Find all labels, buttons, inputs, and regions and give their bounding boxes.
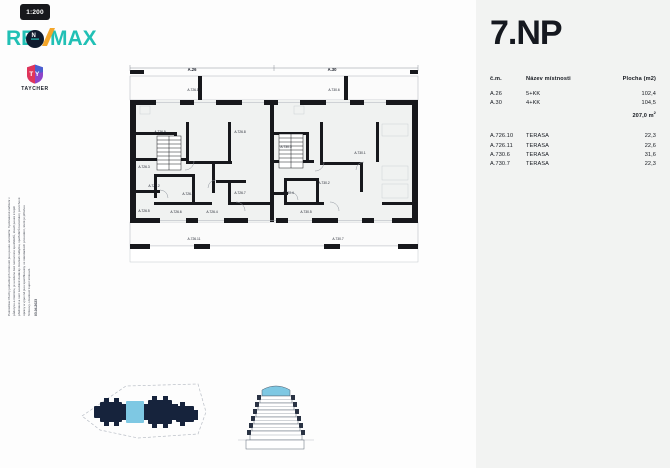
room-code: A.30 xyxy=(490,100,502,107)
room-area: 22,3 xyxy=(644,160,656,167)
column-header-name: Název místnosti xyxy=(526,76,571,82)
total-area-value: 207,0 m xyxy=(632,113,654,120)
plan-label: A.726.2 xyxy=(148,184,160,188)
building-section-diagram xyxy=(236,378,316,452)
svg-text:T: T xyxy=(29,71,33,78)
plan-label: A.730.5 xyxy=(300,210,312,214)
plan-label: A.726.11 xyxy=(188,237,201,241)
table-header-row: č.m. Název místnosti Plocha (m2) xyxy=(490,76,656,91)
plan-label: A.730.1 xyxy=(354,151,366,155)
table-total-row: 207,0 m2 xyxy=(490,109,656,122)
room-area: 102,4 xyxy=(641,91,656,97)
svg-text:MAX: MAX xyxy=(50,27,97,50)
drawing-date: 03.04.2023 xyxy=(34,299,39,316)
brand-block: 1:200 RE MAX N T Y xyxy=(6,4,116,92)
plan-label: A.726.9 xyxy=(154,130,166,134)
plan-label: A.730.3 xyxy=(280,145,292,149)
plan-label: A.726.6 xyxy=(170,210,182,214)
plan-label: A.726.4 xyxy=(206,210,218,214)
svg-text:Y: Y xyxy=(35,71,40,78)
page-title: 7.NP xyxy=(490,14,563,52)
highlighted-building xyxy=(126,401,144,423)
plan-label-a26: A.26 xyxy=(188,67,198,72)
column-header-code: č.m. xyxy=(490,76,502,82)
table-row: A.730.6 TERASA 31,6 xyxy=(490,152,656,161)
disclaimer-note: Poznámka: Plochy jednotlivých místností … xyxy=(7,188,44,316)
plan-label: A.730.2 xyxy=(318,181,330,185)
room-schedule-table: č.m. Název místnosti Plocha (m2) A.26 5+… xyxy=(490,76,656,170)
taycher-shield-icon: T Y xyxy=(26,64,44,84)
plan-label: A.730.4 xyxy=(282,191,294,195)
room-name: TERASA xyxy=(526,133,549,140)
table-row: A.726.11 TERASA 22,6 xyxy=(490,143,656,152)
plan-label: A.726.3 xyxy=(138,165,150,169)
room-code: A.726.11 xyxy=(490,142,513,149)
room-code: A.730.6 xyxy=(490,151,510,158)
room-code: A.26 xyxy=(490,91,502,97)
total-area: 207,0 m2 xyxy=(610,109,656,122)
room-area: 31,6 xyxy=(644,151,656,158)
total-area-unit: 2 xyxy=(653,110,656,116)
taycher-logo: T Y TAYCHER xyxy=(18,64,52,92)
plan-label: A.726.5 xyxy=(138,209,150,213)
taycher-wordmark: TAYCHER xyxy=(21,86,49,92)
highlighted-floor xyxy=(261,385,291,397)
room-code: A.730.7 xyxy=(490,160,510,167)
room-area: 22,6 xyxy=(644,142,656,149)
table-row: A.30 4+KK 104,5 xyxy=(490,100,656,109)
plan-label: A.726.8 xyxy=(234,130,246,134)
room-name: TERASA xyxy=(526,151,549,158)
plan-label: A.726.7 xyxy=(234,191,246,195)
info-panel: 7.NP č.m. Název místnosti Plocha (m2) A.… xyxy=(476,0,670,468)
plan-label: A.730.6 xyxy=(328,88,340,92)
table-row: A.26 5+KK 102,4 xyxy=(490,91,656,100)
floor-plan-drawing: A.26 A.30 A.726.10 A.730.6 A.726.9 A.726… xyxy=(124,62,424,277)
plan-label: A.730.7 xyxy=(332,237,344,241)
column-header-area: Plocha (m2) xyxy=(622,76,656,82)
room-name: TERASA xyxy=(526,142,549,149)
room-name: 5+KK xyxy=(526,91,541,97)
remax-logo: RE MAX N xyxy=(6,26,110,52)
room-area: 104,5 xyxy=(641,100,656,107)
table-spacer xyxy=(490,122,656,133)
room-name: TERASA xyxy=(526,160,549,167)
room-code: A.726.10 xyxy=(490,133,514,140)
table-row: A.730.7 TERASA 22,3 xyxy=(490,161,656,170)
table-row: A.726.10 TERASA 22,3 xyxy=(490,133,656,142)
room-area: 22,3 xyxy=(644,133,656,140)
plan-label-a30: A.30 xyxy=(328,67,338,72)
room-name: 4+KK xyxy=(526,100,541,107)
plan-label: A.726.10 xyxy=(187,88,200,92)
plan-label: A.726.1 xyxy=(182,192,194,196)
site-plan-diagram xyxy=(78,382,210,444)
disclaimer-line: Smlouvy o budoucí kupní smlouvě. xyxy=(26,268,31,316)
scale-badge: 1:200 xyxy=(20,4,50,20)
svg-text:N: N xyxy=(32,33,36,39)
